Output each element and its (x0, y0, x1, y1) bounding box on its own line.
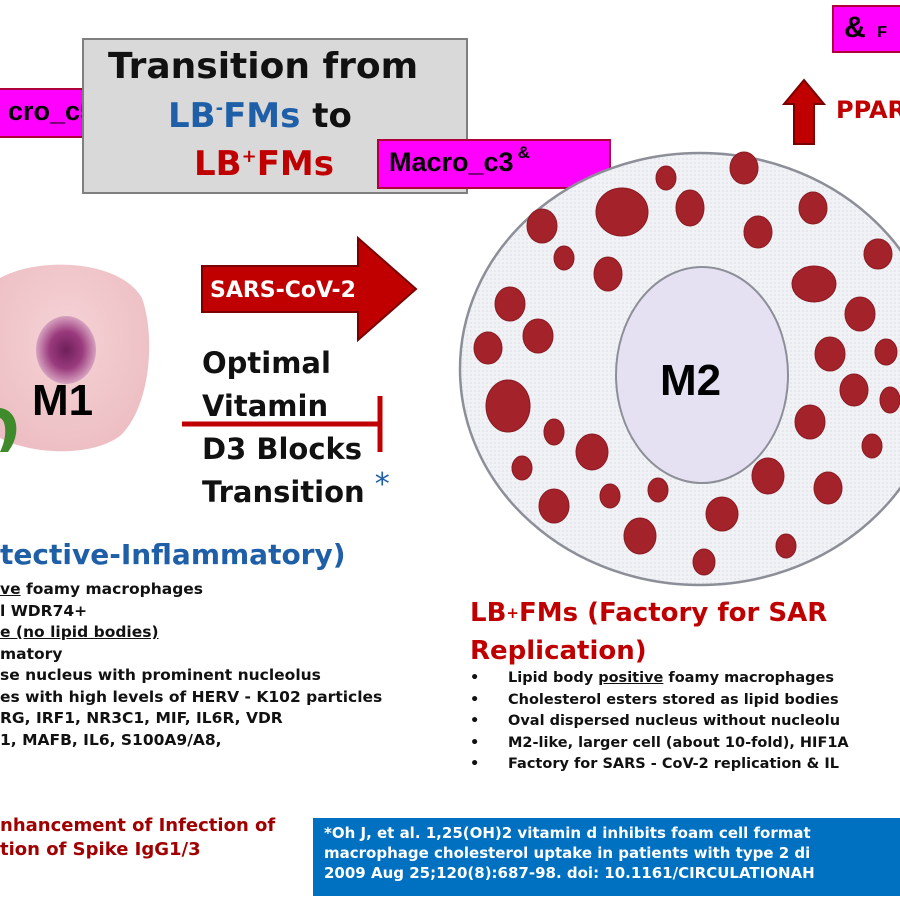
pseudopod-icon (0, 408, 17, 452)
right-item-1-pre: Lipid body (508, 670, 599, 686)
left-panel-heading: tective-Inflammatory) (0, 538, 346, 571)
left-item-1-rest: foamy macrophages (20, 580, 204, 598)
sars-cov-2-label: SARS-CoV-2 (210, 278, 356, 303)
right-heading-line-2: Replication) (470, 636, 647, 666)
right-panel-heading: LB+FMs (Factory for SAR Replication) (470, 594, 827, 670)
blocks-line-1: Optimal (202, 346, 331, 380)
left-item-1-u: ve (0, 580, 21, 598)
title-to: to (312, 96, 352, 136)
left-item-8: 1, MAFB, IL6, S100A9/A8, (0, 731, 382, 753)
bullet: • (470, 713, 480, 729)
ade-line-1: nhancement of Infection of (0, 815, 276, 836)
right-item-3-text: Oval dispersed nucleus without nucleolu (508, 713, 841, 729)
reference-box: *Oh J, et al. 1,25(OH)2 vitamin d inhibi… (313, 818, 900, 896)
title-minus-sup: - (215, 98, 224, 119)
ade-line-2: tion of Spike IgG1/3 (0, 839, 201, 860)
title-fms-2: FMs (256, 144, 334, 184)
right-item-1-u: positive (598, 670, 664, 686)
right-item-1-rest: foamy macrophages (663, 670, 835, 686)
macro-c3-tag: Macro_c3& (377, 139, 611, 189)
left-item-5: se nucleus with prominent nucleolus (0, 666, 382, 688)
ppar-label: PPAR (836, 96, 900, 124)
m1-cell (0, 264, 150, 452)
vitamin-d3-blocks-text: Optimal Vitamin D3 Blocks Transition * (202, 342, 390, 514)
right-item-2-text: Cholesterol esters stored as lipid bodie… (508, 691, 839, 708)
blocks-line-4: Transition * (202, 467, 390, 514)
title-lb-minus: LB (168, 96, 216, 136)
left-item-2: l WDR74+ (0, 602, 382, 624)
top-right-text: F (877, 24, 887, 41)
asterisk-mark: * (374, 467, 390, 502)
top-right-amp: & (844, 11, 866, 44)
left-item-3: e (no lipid bodies) (0, 623, 382, 645)
blocks-line-3: D3 Blocks (202, 432, 363, 466)
left-item-4: matory (0, 645, 382, 667)
right-item-4-text: M2-like, larger cell (about 10-fold), HI… (508, 734, 849, 751)
title-lb-plus: LB (194, 144, 242, 184)
bullet: • (470, 691, 480, 708)
title-plus-sup: + (241, 146, 257, 167)
title-line-3: LB+FMs (194, 144, 334, 184)
m1-label: M1 (32, 376, 94, 425)
macro-c3-sup: & (517, 143, 530, 162)
bullet: • (470, 670, 480, 686)
reference-line-3: 2009 Aug 25;120(8):687-98. doi: 10.1161/… (324, 864, 815, 882)
reference-line-2: macrophage cholesterol uptake in patient… (324, 844, 811, 862)
top-right-tag: & F (832, 5, 900, 53)
left-item-7-rest: RG, IRF1, NR3C1, MIF, IL6R, VDR (0, 709, 283, 727)
left-item-3-u: e (no lipid bodies) (0, 623, 159, 641)
right-heading-rest: FMs (Factory for SAR (518, 598, 828, 628)
left-panel-list: ve foamy macrophages l WDR74+ e (no lipi… (0, 580, 382, 752)
blocks-line-4-text: Transition (202, 475, 365, 509)
left-item-6-rest: es with high levels of HERV - K102 parti… (0, 687, 383, 706)
blocks-line-2: Vitamin (202, 389, 329, 423)
reference-line-1: *Oh J, et al. 1,25(OH)2 vitamin d inhibi… (324, 824, 811, 842)
left-item-5-rest: se nucleus with prominent nucleolus (0, 666, 321, 684)
inhibition-bar-icon (182, 396, 383, 452)
m2-label: M2 (660, 356, 722, 405)
title-line-1: Transition from (108, 46, 419, 87)
macro-c3-label: Macro_c3 (389, 147, 514, 177)
title-line-2: LB-FMs to (168, 96, 352, 136)
ade-text: nhancement of Infection of tion of Spike… (0, 814, 275, 862)
right-heading-sup: + (506, 604, 519, 622)
right-item-5-text: Factory for SARS - CoV-2 replication & I… (508, 756, 840, 772)
left-item-4-rest: matory (0, 644, 63, 663)
left-item-1: ve foamy macrophages (0, 580, 382, 602)
right-heading-line-1: LB+FMs (Factory for SAR (470, 594, 827, 632)
bullet: • (470, 734, 480, 751)
right-heading-lb: LB (470, 598, 507, 628)
title-fms-1: FMs (223, 96, 301, 136)
left-item-6: es with high levels of HERV - K102 parti… (0, 688, 382, 710)
left-item-7: RG, IRF1, NR3C1, MIF, IL6R, VDR (0, 709, 382, 731)
bullet: • (470, 756, 480, 772)
m2-cell (458, 151, 900, 587)
macro-c5-label: cro_c5 (8, 96, 96, 126)
sars-cov-2-arrow-icon (201, 236, 418, 342)
up-arrow-icon (782, 78, 826, 145)
left-item-8-rest: 1, MAFB, IL6, S100A9/A8, (0, 730, 222, 749)
left-item-2-rest: l WDR74+ (0, 601, 88, 620)
